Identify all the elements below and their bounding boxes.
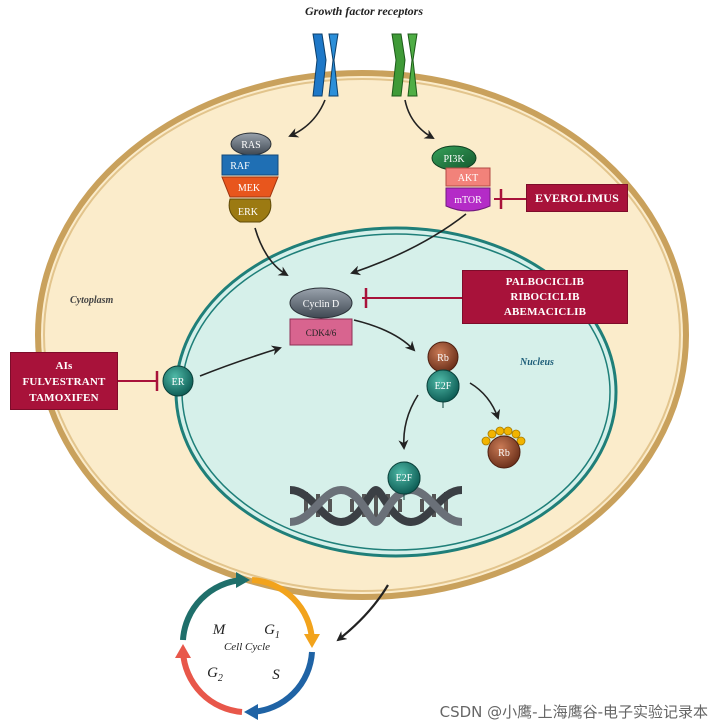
- akt-node: AKT: [445, 167, 491, 187]
- arrow-cdk-to-rb: [353, 319, 416, 352]
- tamoxifen-label: TAMOXIFEN: [29, 392, 99, 404]
- receptor-green: [391, 33, 418, 97]
- cell-cycle-arrowheads: [175, 572, 320, 720]
- cell-cycle-wheel: [180, 577, 315, 715]
- phase-s-label: S: [272, 667, 280, 683]
- everolimus-label: EVEROLIMUS: [534, 191, 619, 205]
- arrow-erk-to-cyclin: [254, 227, 289, 277]
- fulvestrant-label: FULVESTRANT: [22, 376, 106, 388]
- svg-text:Cyclin D: Cyclin D: [303, 299, 339, 310]
- cycle-arc-s: [251, 651, 315, 715]
- svg-text:RAF: RAF: [230, 161, 250, 172]
- arrow-to-cell-cycle: [336, 584, 389, 642]
- svg-text:CDK4/6: CDK4/6: [306, 328, 337, 338]
- receptor-blue: [312, 33, 339, 97]
- e2f-dna-node: E2F: [387, 461, 421, 500]
- svg-text:Rb: Rb: [498, 448, 510, 459]
- cytoplasm-label: Cytoplasm: [70, 295, 114, 306]
- arrow-e2f-to-dna: [398, 394, 419, 450]
- phase-g2-label: G2: [207, 665, 223, 684]
- cycle-arc-m: [180, 577, 243, 641]
- e2f-node: E2F: [426, 369, 460, 408]
- ras-node: RAS: [230, 132, 272, 156]
- svg-text:E2F: E2F: [435, 381, 452, 392]
- ribociclib-label: RIBOCICLIB: [510, 291, 580, 303]
- arrow-to-rb-phos: [469, 382, 501, 420]
- cell-cycle-label: Cell Cycle: [224, 641, 270, 653]
- pi3k-node: PI3K: [431, 145, 477, 171]
- arrow-mtor-to-cyclin: [350, 213, 467, 276]
- svg-text:ER: ER: [172, 377, 185, 388]
- arrow-receptor-to-pi3k: [404, 99, 435, 139]
- abemaciclib-label: ABEMACICLIB: [503, 306, 587, 318]
- cell-membrane-inner: [43, 78, 681, 592]
- cycle-arc-g1: [251, 577, 315, 641]
- nucleus-label: Nucleus: [519, 357, 554, 368]
- ais-label: AIs: [55, 360, 73, 372]
- rb-phosphorylated-node: Rb: [481, 426, 526, 469]
- endocrine-therapy-box: AIs FULVESTRANT TAMOXIFEN: [10, 352, 118, 410]
- svg-text:RAS: RAS: [241, 140, 260, 151]
- svg-text:ERK: ERK: [238, 207, 259, 218]
- phase-g1-label: G1: [264, 622, 280, 641]
- cdk46-node: CDK4/6: [289, 318, 353, 346]
- svg-text:Rb: Rb: [437, 353, 449, 364]
- svg-text:mTOR: mTOR: [454, 195, 482, 206]
- phosphate-dots: [481, 426, 526, 446]
- title: Growth factor receptors: [305, 4, 423, 18]
- cdk-inhibitors-box: PALBOCICLIB RIBOCICLIB ABEMACICLIB: [462, 270, 628, 324]
- cycle-arc-g2: [180, 651, 243, 715]
- svg-text:MEK: MEK: [238, 183, 261, 194]
- erk-node: ERK: [228, 198, 272, 223]
- svg-text:AKT: AKT: [458, 173, 479, 184]
- watermark: CSDN @小鹰-上海鹰谷-电子实验记录本: [439, 703, 708, 721]
- everolimus-box: EVEROLIMUS: [526, 184, 628, 212]
- phase-m-label: M: [212, 622, 227, 638]
- arrow-er-to-cdk: [199, 345, 282, 377]
- palbociclib-label: PALBOCICLIB: [505, 276, 585, 288]
- svg-text:E2F: E2F: [396, 473, 413, 484]
- mtor-node: mTOR: [445, 187, 491, 212]
- dna-helix: [289, 485, 463, 527]
- er-node: ER: [162, 365, 194, 397]
- rb-node: Rb: [427, 341, 459, 373]
- cyclin-d-node: Cyclin D: [289, 287, 353, 319]
- svg-text:PI3K: PI3K: [443, 154, 465, 165]
- mek-node: MEK: [221, 176, 279, 198]
- raf-node: RAF: [221, 154, 279, 176]
- arrow-receptor-to-ras: [288, 99, 326, 138]
